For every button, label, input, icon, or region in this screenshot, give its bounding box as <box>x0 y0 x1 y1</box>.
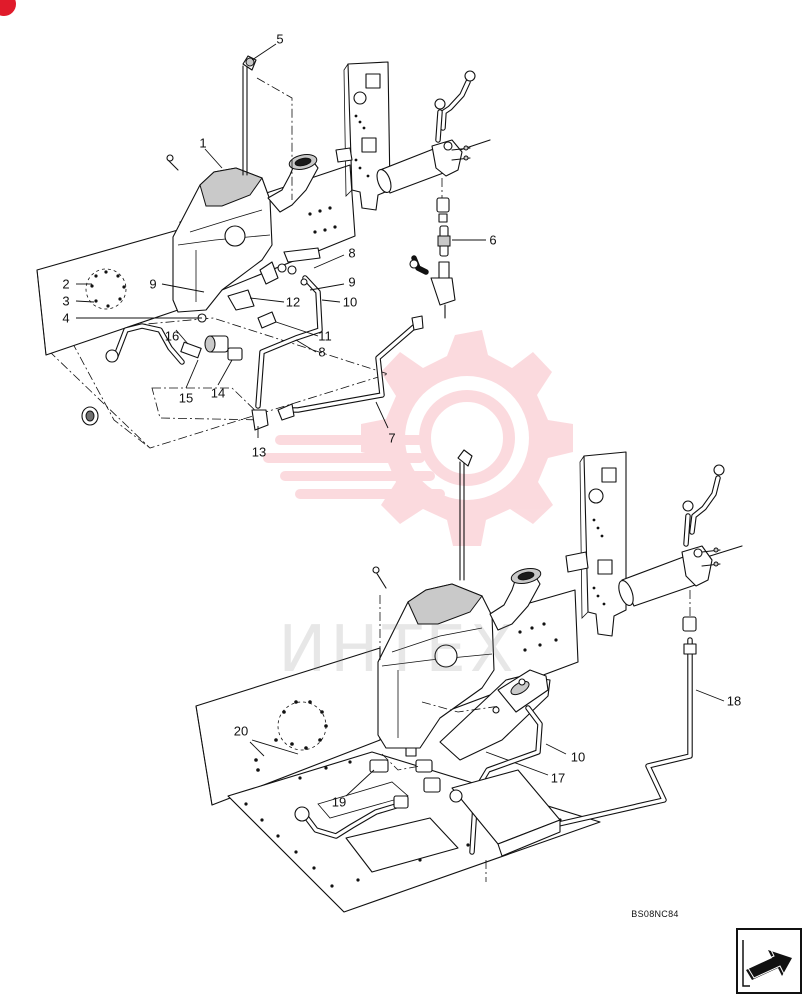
callout-c9b: 9 <box>348 274 356 290</box>
connector-stack-6 <box>409 197 456 319</box>
callout-c18: 18 <box>726 693 742 709</box>
callout-c16: 16 <box>164 328 180 344</box>
callout-c13: 13 <box>251 444 267 460</box>
watermark-text: ИНТЕХ <box>278 613 518 687</box>
callout-c10a: 10 <box>342 294 358 310</box>
callout-c4: 4 <box>62 310 70 326</box>
callout-c9a: 9 <box>149 276 157 292</box>
bolt-circle-lower <box>254 700 328 772</box>
callout-c20: 20 <box>233 723 249 739</box>
callout-c5: 5 <box>276 31 284 47</box>
next-page-button[interactable] <box>736 928 802 994</box>
callout-c10b: 10 <box>570 749 586 765</box>
callout-c1: 1 <box>199 135 207 151</box>
callout-c15: 15 <box>178 390 194 406</box>
watermark-gear-icon <box>263 330 573 546</box>
bolt-circle-upper <box>85 268 127 310</box>
drawing-code: BS08NC84 <box>631 909 679 919</box>
rear-panel <box>36 229 179 356</box>
callout-c19: 19 <box>331 794 347 810</box>
lower-assembly <box>195 449 743 913</box>
hose-clamps-upper <box>197 247 321 329</box>
callout-c17: 17 <box>550 770 566 786</box>
callout-c12: 12 <box>285 294 301 310</box>
callout-c8b: 8 <box>318 344 326 360</box>
callout-c7: 7 <box>388 430 396 446</box>
brand-badge-icon <box>0 0 16 16</box>
upper-assembly <box>36 43 491 449</box>
callout-c2: 2 <box>62 276 70 292</box>
callout-c11: 11 <box>318 328 332 344</box>
callout-c8a: 8 <box>348 245 356 261</box>
callout-c3: 3 <box>62 293 70 309</box>
callout-c6: 6 <box>489 232 497 248</box>
callout-c14: 14 <box>210 385 226 401</box>
next-page-arrow-icon <box>742 940 795 987</box>
